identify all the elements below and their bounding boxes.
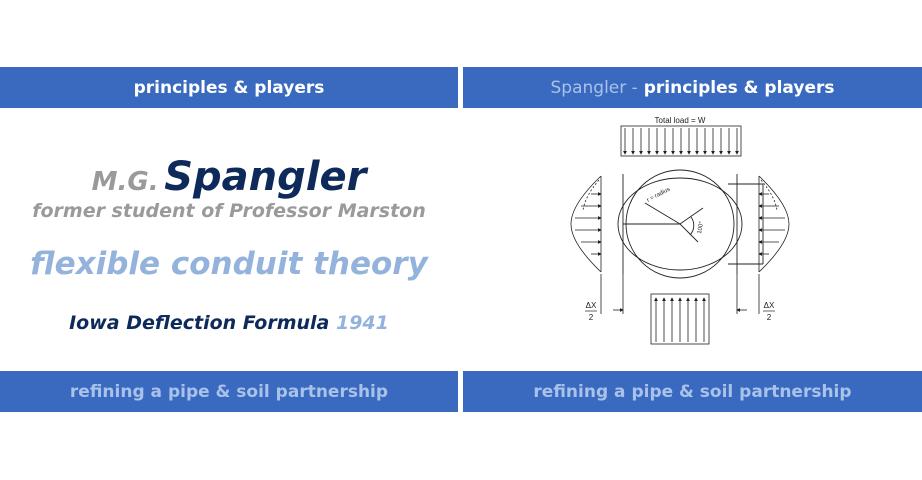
right-slide: Spangler - principles & players Total lo… bbox=[463, 67, 922, 412]
left-header-text: principles & players bbox=[133, 77, 325, 98]
name-initials: M.G. bbox=[91, 167, 159, 197]
right-footer-bar: refining a pipe & soil partnership bbox=[463, 371, 922, 412]
delta-right-den: 2 bbox=[767, 313, 772, 322]
right-header-bar: Spangler - principles & players bbox=[463, 67, 922, 108]
left-header-bar: principles & players bbox=[0, 67, 458, 108]
left-footer-text: refining a pipe & soil partnership bbox=[69, 381, 389, 402]
formula-line: Iowa Deflection Formula 1941 bbox=[0, 312, 458, 334]
formula-year: 1941 bbox=[335, 312, 389, 334]
right-pressure-arrows bbox=[758, 175, 790, 273]
total-load-label: Total load = W bbox=[655, 116, 706, 125]
name-surname: Spangler bbox=[164, 154, 367, 200]
top-load-arrows bbox=[620, 125, 742, 157]
right-header-prefix: Spangler - bbox=[550, 77, 638, 98]
right-header-main: principles & players bbox=[643, 77, 835, 98]
subtitle: former student of Professor Marston bbox=[32, 200, 426, 222]
delta-left-num: ΔX bbox=[586, 301, 597, 310]
name-line: M.G. Spangler bbox=[0, 154, 458, 200]
pipe-shapes bbox=[617, 169, 764, 279]
right-footer-text: refining a pipe & soil partnership bbox=[533, 381, 852, 402]
delta-right-num: ΔX bbox=[764, 301, 775, 310]
left-slide: principles & players M.G. Spangler forme… bbox=[0, 67, 458, 412]
pipe-deflection-diagram: Total load = W bbox=[570, 116, 790, 345]
theory-title: flexible conduit theory bbox=[30, 246, 428, 282]
bottom-reaction-arrows bbox=[600, 274, 760, 345]
left-footer-bar: refining a pipe & soil partnership bbox=[0, 371, 458, 412]
delta-left-den: 2 bbox=[589, 313, 594, 322]
right-slide-content: Total load = W bbox=[463, 108, 922, 371]
left-slide-content: M.G. Spangler former student of Professo… bbox=[0, 108, 458, 371]
radius-label: r = radius bbox=[646, 187, 671, 204]
formula-name: Iowa Deflection Formula bbox=[69, 312, 330, 334]
angle-label: 100° bbox=[697, 220, 705, 234]
left-pressure-arrows bbox=[570, 175, 602, 273]
